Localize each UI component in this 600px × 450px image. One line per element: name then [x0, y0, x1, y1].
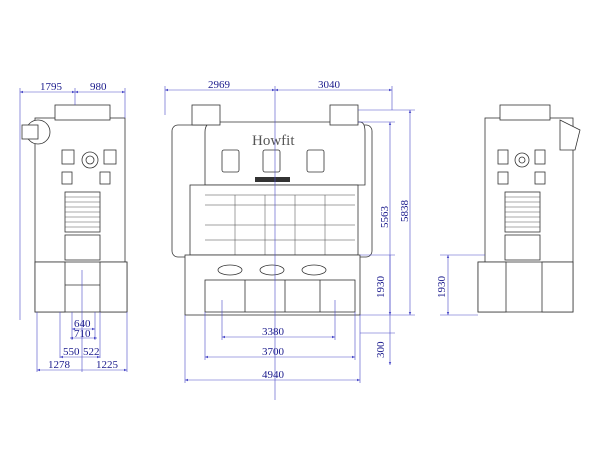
- dim-4940: 4940: [262, 369, 285, 381]
- dim-1225: 1225: [96, 359, 119, 371]
- dim-1278: 1278: [48, 359, 71, 371]
- dim-3700: 3700: [262, 346, 285, 358]
- dim-5563: 5563: [379, 206, 391, 229]
- brand-logo: Howfit: [252, 133, 295, 149]
- dim-710: 710: [74, 328, 91, 340]
- dim-2969: 2969: [208, 79, 231, 91]
- dim-1930-right: 1930: [436, 276, 448, 299]
- dim-3040: 3040: [318, 79, 341, 91]
- left-dimensions: 1795 980 640 710 550 522 1278 1225: [19, 81, 128, 372]
- dim-550: 550: [63, 346, 80, 358]
- left-side-view: [21, 104, 128, 313]
- dim-3380: 3380: [262, 326, 285, 338]
- front-dimensions: 2969 3040 5563 5838 1930 300 3380 3700 4…: [164, 79, 415, 400]
- dim-5838: 5838: [399, 200, 411, 223]
- dim-1795: 1795: [40, 81, 63, 93]
- dim-980: 980: [90, 81, 107, 93]
- front-view: Howfit: [171, 104, 373, 316]
- right-dimensions: 1930: [436, 254, 485, 316]
- dim-1930-front: 1930: [375, 276, 387, 299]
- dim-300: 300: [375, 341, 387, 358]
- right-side-view: [477, 104, 581, 313]
- dim-640: 640: [74, 318, 91, 330]
- dim-522: 522: [83, 346, 100, 358]
